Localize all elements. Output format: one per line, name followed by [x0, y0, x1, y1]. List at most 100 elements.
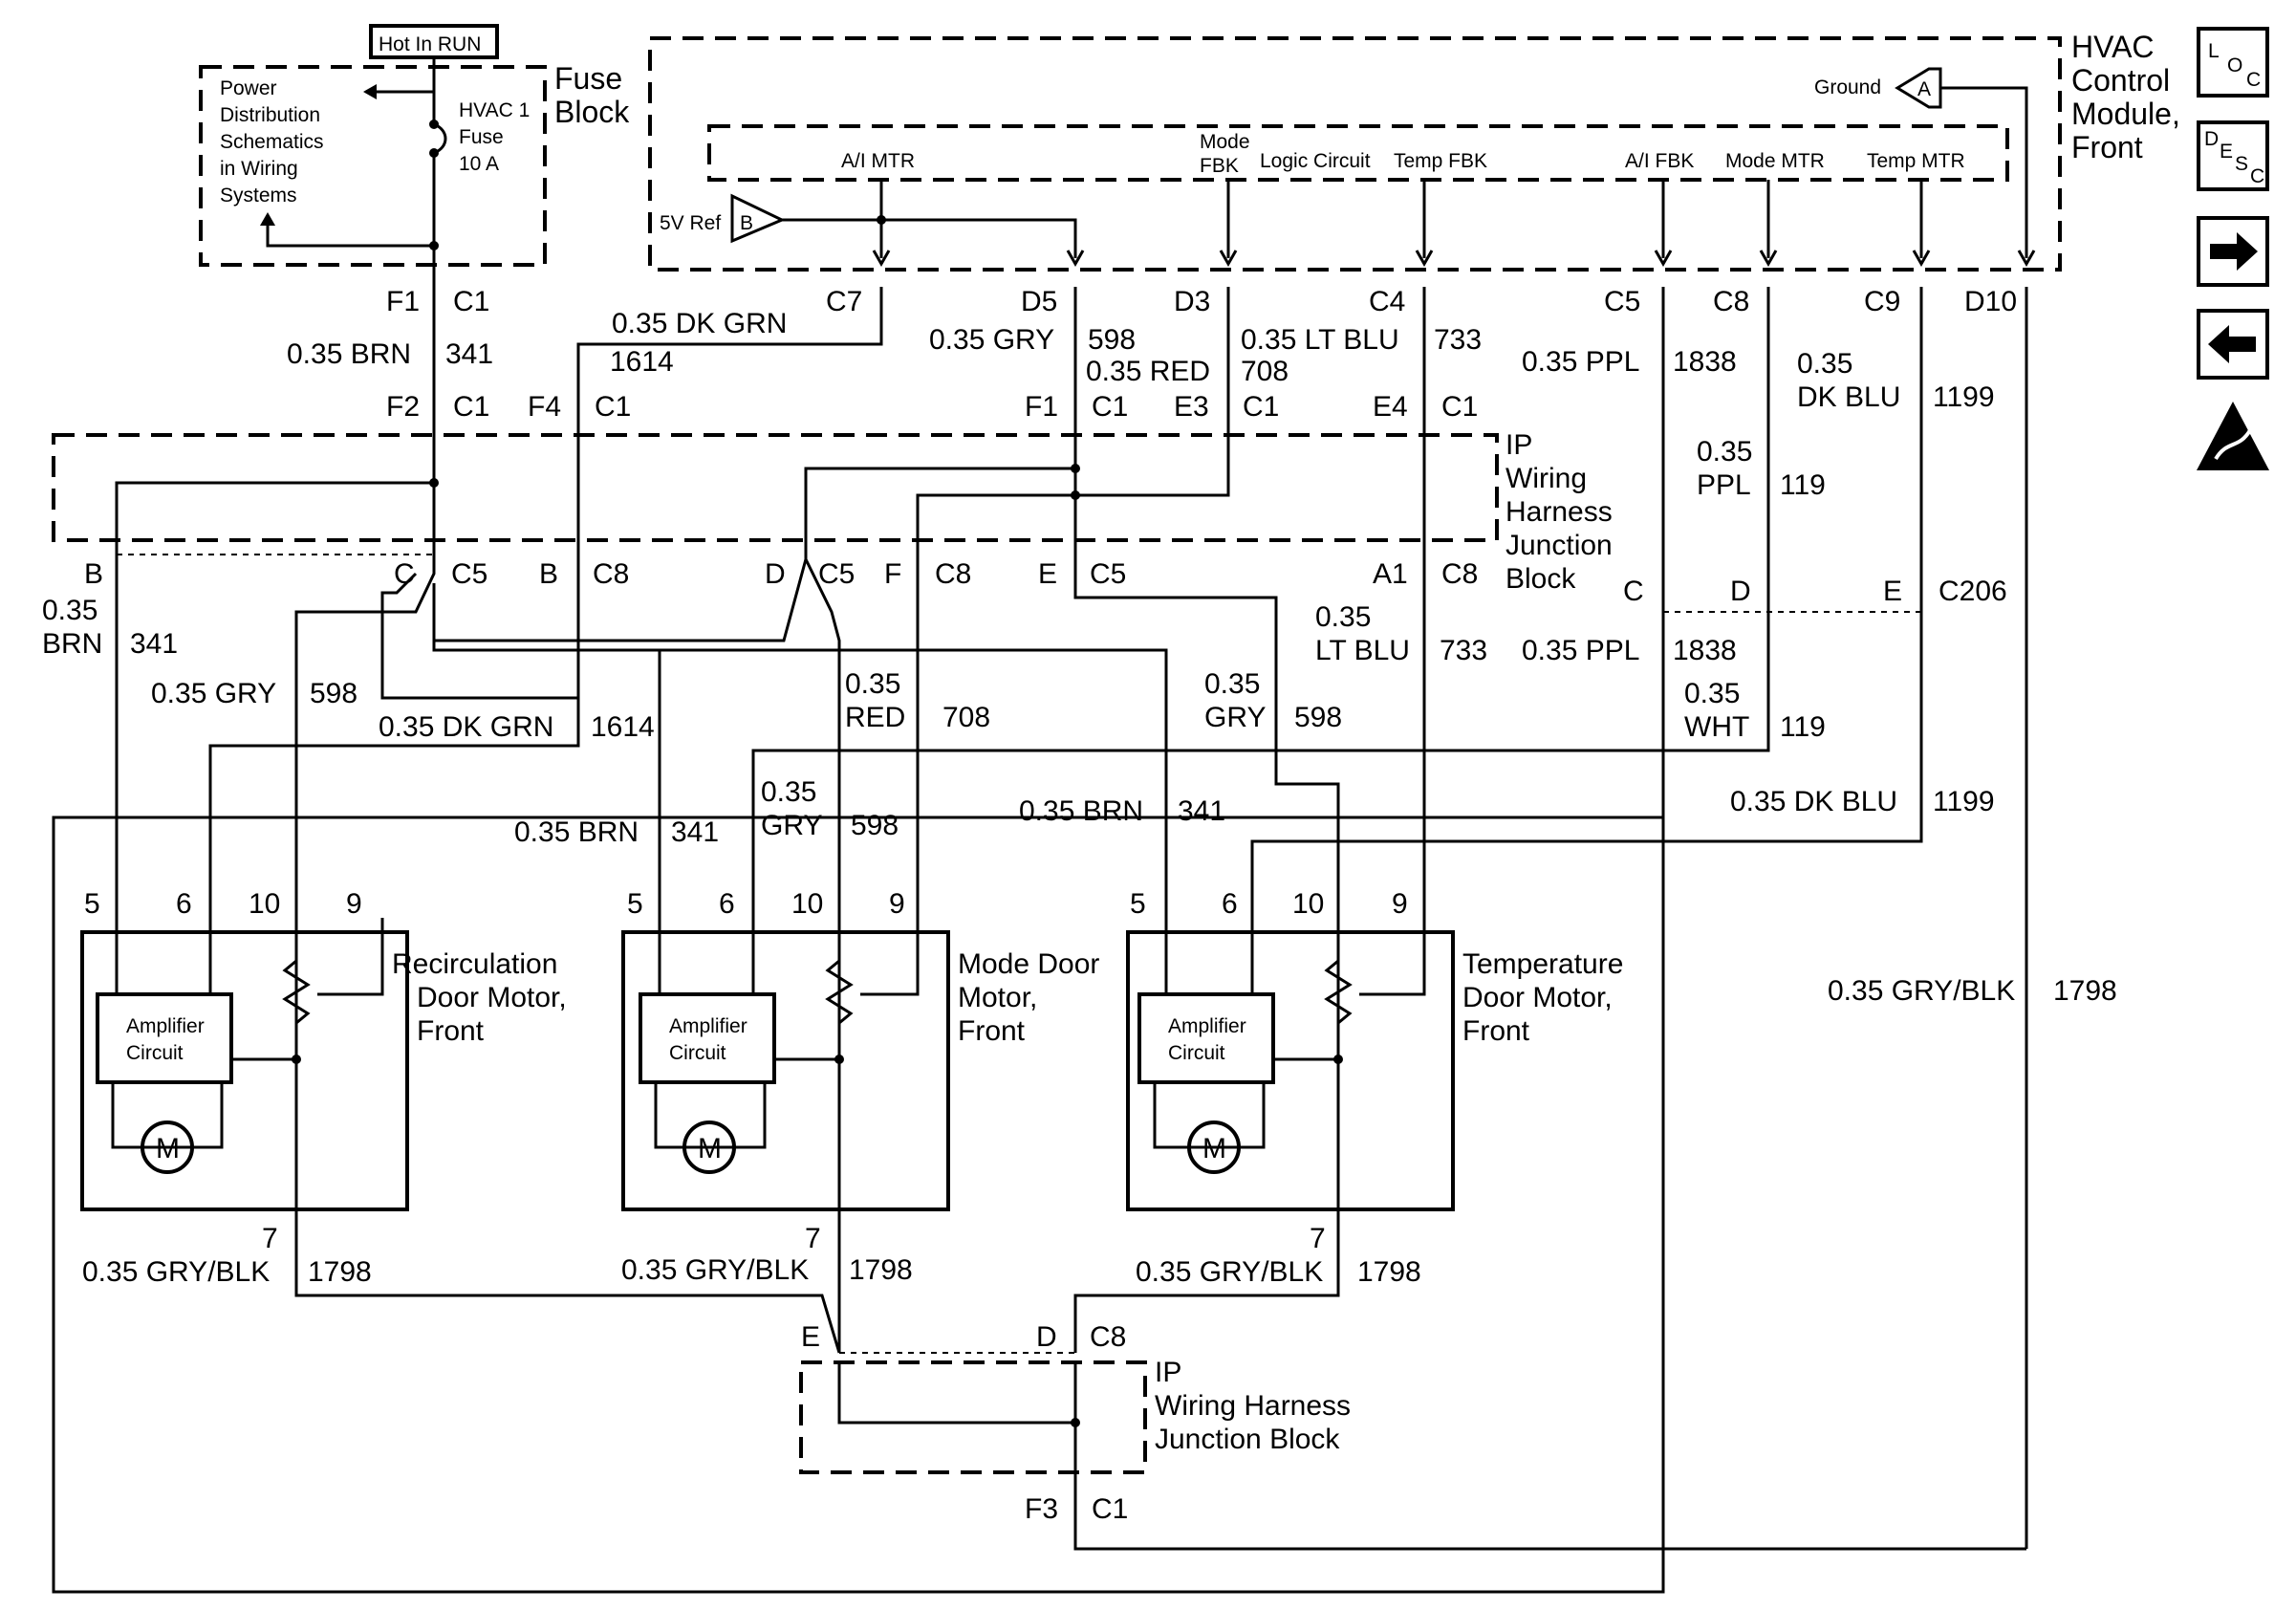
- hvac-control-module: HVAC Control Module, Front Ground A 5V R…: [648, 30, 2180, 272]
- wire-circuit-label: 1798: [2053, 975, 2117, 1007]
- wire-color-label: RED: [845, 702, 905, 733]
- pin-d: D: [765, 558, 786, 590]
- wire-598-recirc: [294, 559, 436, 918]
- wire-circuit-label: 598: [1294, 702, 1342, 733]
- ip-junction-title: Harness: [1505, 496, 1613, 528]
- pin-e: E: [1038, 558, 1057, 590]
- connector-d3: D3: [1174, 286, 1210, 317]
- connector-c5: C5: [1604, 286, 1640, 317]
- amplifier-label: Amplifier: [1168, 1015, 1246, 1037]
- power-note-line: in Wiring: [220, 158, 298, 180]
- wire-598-mode: [804, 558, 841, 918]
- ip-junction-title: Block: [1505, 563, 1576, 595]
- wire-color-label: 0.35: [1697, 436, 1752, 468]
- mid-wires: 0.35 BRN 341 0.35 GRY 598 0.35 DK GRN 16…: [42, 558, 2117, 1594]
- connector-c1: C1: [1092, 391, 1128, 423]
- wire-circuit-label: 733: [1434, 324, 1482, 356]
- pin-c: C: [1623, 576, 1644, 607]
- motor-leads: [654, 1082, 767, 1149]
- motor-leads: [111, 1082, 224, 1149]
- junction-dot: [834, 1055, 844, 1064]
- esd-warning-icon: [2197, 402, 2269, 470]
- potentiometer-icon: [1324, 959, 1353, 1025]
- wire-1614: [380, 559, 580, 700]
- motor-pin: 5: [627, 888, 643, 920]
- motor-name: Motor,: [958, 982, 1037, 1013]
- wire-circuit-label: 119: [1780, 711, 1826, 743]
- desc-icon[interactable]: [2197, 120, 2269, 191]
- hot-in-run-label: Hot In RUN: [379, 33, 481, 55]
- ip-junction-title: IP: [1505, 429, 1532, 461]
- arrow-left-glyph: [2208, 325, 2256, 363]
- loc-letter: L: [2208, 40, 2220, 62]
- loc-icon[interactable]: [2197, 27, 2269, 98]
- pin-d: D: [1036, 1321, 1057, 1353]
- desc-letter: C: [2250, 165, 2264, 187]
- connector-c1: C1: [453, 286, 489, 317]
- connector-c1: C1: [1441, 391, 1478, 423]
- connector-c1: C1: [453, 391, 489, 423]
- motor-name: Front: [417, 1015, 485, 1047]
- motor-pin: 9: [1392, 888, 1408, 920]
- wire-circuit-label: 1614: [591, 711, 655, 743]
- motor-icon: [1187, 1120, 1241, 1174]
- pin-mode-fbk: Mode: [1200, 131, 1250, 153]
- wire-color-label: 0.35 RED: [1086, 356, 1210, 387]
- wire-circuit-label: 341: [671, 816, 719, 848]
- wire-119: [751, 612, 1770, 918]
- arrow-right-icon[interactable]: [2197, 216, 2269, 287]
- wire-circuit-label: 708: [1241, 356, 1289, 387]
- fuse-block-outline: [199, 65, 547, 267]
- motor-name: Mode Door: [958, 948, 1099, 980]
- wire-color-label: DK BLU: [1797, 381, 1900, 413]
- motor-name: Front: [958, 1015, 1026, 1047]
- junction-dot: [1071, 1418, 1080, 1427]
- motor-internal-wiring: [1164, 918, 1426, 1209]
- wire-circuit-label: 1614: [610, 346, 674, 378]
- motor-pin: 10: [249, 888, 280, 920]
- motor-internal-wiring: [658, 918, 920, 1209]
- wire-circuit-label: 598: [310, 678, 357, 709]
- connector-d10: D10: [1964, 286, 2017, 317]
- motor-pin: 7: [1310, 1223, 1326, 1254]
- wire-circuit-label: 119: [1780, 469, 1826, 501]
- motor-pin: 5: [1130, 888, 1146, 920]
- amplifier-circuit-box: [1137, 992, 1275, 1084]
- wire-color-label: 0.35 GRY/BLK: [82, 1256, 270, 1288]
- ground-label: Ground: [1814, 76, 1881, 98]
- ground-return-wire: [1073, 1487, 2026, 1551]
- hvac-module-title: Front: [2071, 130, 2143, 164]
- wire-circuit-label: 598: [851, 810, 899, 841]
- arrow-left-icon[interactable]: [2197, 309, 2269, 380]
- wire-circuit-label: 1199: [1933, 381, 1995, 413]
- wire-color-label: 0.35 BRN: [514, 816, 639, 848]
- connector-c9: C9: [1864, 286, 1900, 317]
- arrow-icon: [872, 250, 2036, 268]
- wire-circuit-label: 598: [1088, 324, 1136, 356]
- motor-letter: M: [698, 1133, 722, 1164]
- junction-dot: [1071, 464, 1080, 473]
- upper-wires: 0.35 BRN 341 0.35 DK GRN 1614 0.35 GRY 5…: [287, 287, 2028, 1549]
- wire-color-label: 0.35 LT BLU: [1241, 324, 1399, 356]
- wire-color-label: 0.35 GRY/BLK: [621, 1254, 809, 1286]
- connector-c8: C8: [1441, 558, 1478, 590]
- desc-letter: E: [2220, 141, 2233, 163]
- motor-pin: 6: [719, 888, 735, 920]
- amplifier-label: Circuit: [669, 1042, 726, 1064]
- pin-b: B: [84, 558, 103, 590]
- motor-pin: 6: [1222, 888, 1238, 920]
- motor-letter: M: [156, 1133, 180, 1164]
- connector-f3: F3: [1025, 1493, 1058, 1525]
- connector-c4: C4: [1369, 286, 1405, 317]
- pin-mode-mtr: Mode MTR: [1725, 150, 1825, 172]
- arrow-icon: [260, 212, 275, 226]
- arrow-icon: [363, 84, 377, 99]
- pin-e: E: [1883, 576, 1902, 607]
- ip-junction-title: IP: [1155, 1357, 1181, 1388]
- ip-junction-bottom-outline: [799, 1360, 1147, 1474]
- motor-housing: [621, 930, 950, 1211]
- pin-e: E: [801, 1321, 820, 1353]
- wire-1838: [52, 612, 1665, 1594]
- wire-color-label: 0.35 GRY: [151, 678, 276, 709]
- wire-circuit-label: 341: [445, 338, 493, 370]
